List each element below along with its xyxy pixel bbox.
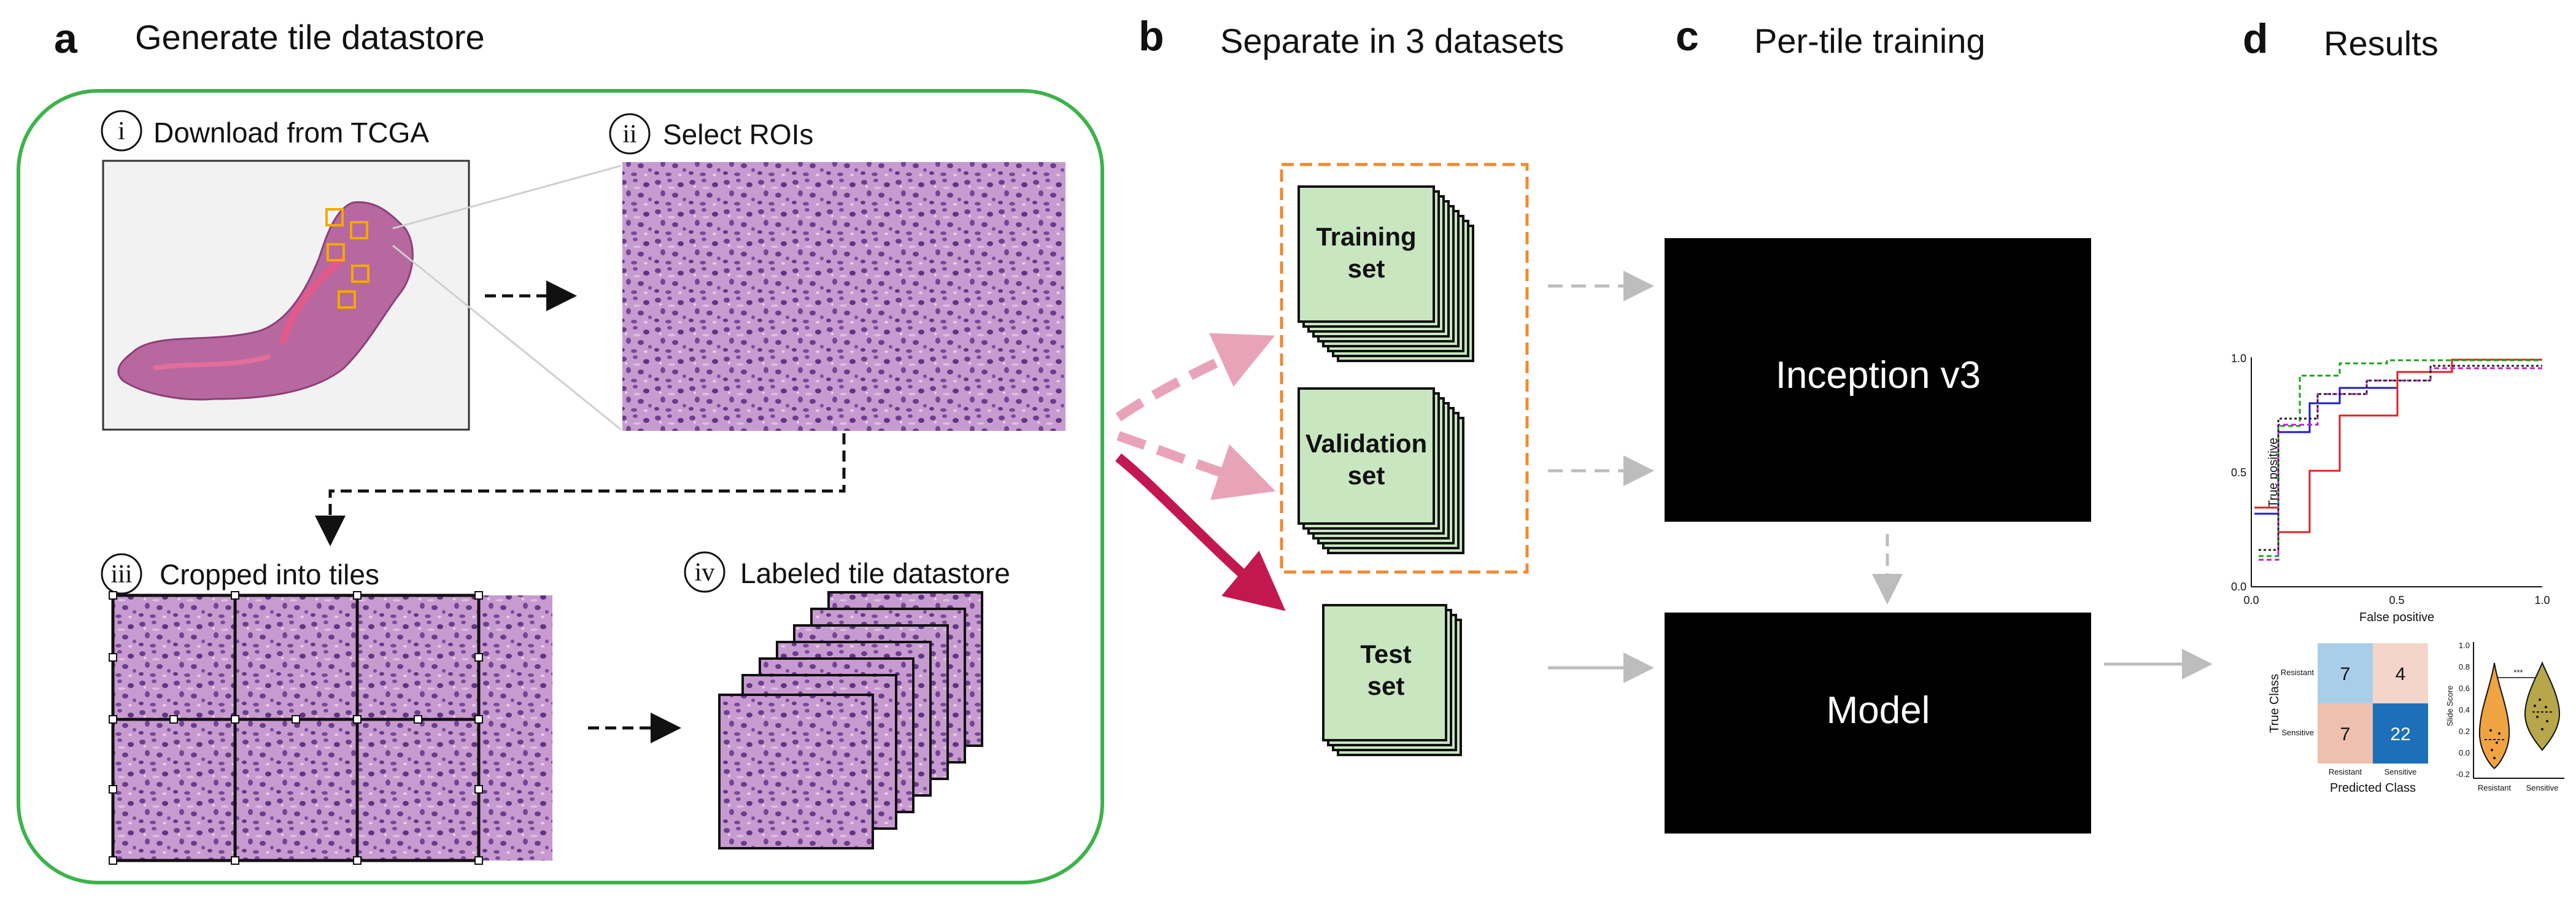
violin-ytick: 0.4 [2459,705,2470,714]
zoom-guide-line [392,244,622,431]
validation-set-stack: Validation set [1298,387,1464,554]
roc-ytick: 0.0 [2231,581,2246,593]
confusion-matrix: 7 4 7 22 Resistant Sensitive Resistant S… [2268,643,2428,795]
labeled-tile-stack [718,591,983,849]
whole-slide-image [102,160,470,431]
roi-marker [325,208,344,226]
roc-curve-magenta [2259,367,2542,561]
cm-value: 7 [2340,724,2351,745]
violin-ytick: -0.2 [2456,770,2470,779]
test-set-label-line1: Test [1360,640,1411,668]
step-i-circle [101,110,142,152]
roc-curve-black [2259,365,2542,551]
training-set-stack: Training set [1298,185,1474,362]
violin-xtick: Resistant [2478,783,2512,792]
roc-xtick: 1.0 [2534,594,2550,606]
violin-y-label: Slide Score [2445,686,2454,726]
arrow-to-validation [1116,431,1276,500]
step-iii-numeral: iii [110,560,132,589]
tile-grid [109,591,552,865]
step-iv-label: Labeled tile datastore [740,557,1010,589]
cm-col-label: Resistant [2329,767,2362,776]
roc-ytick: 0.5 [2231,466,2246,479]
validation-set-label-line2: set [1348,461,1385,490]
significance-marker: *** [2513,668,2523,677]
cm-x-label: Predicted Class [2330,781,2416,795]
roc-plot: 0.0 0.5 1.0 0.0 0.5 1.0 False positive T… [2231,352,2550,624]
step-iii-header: iii Cropped into tiles [101,553,379,595]
inception-v3-box [1665,238,2091,522]
cm-cell [2318,643,2373,703]
panel-a-title: Generate tile datastore [135,18,485,56]
roi-marker [327,243,345,261]
cm-value: 4 [2396,664,2406,684]
step-iv-numeral: iv [695,559,715,587]
roi-marker [351,265,369,283]
test-set-stack: Test set [1322,604,1462,756]
cm-cell [2373,643,2428,703]
panel-b-letter: b [1139,13,1164,60]
inception-v3-label: Inception v3 [1776,354,1981,396]
panel-c-title: Per-tile training [1754,21,1986,60]
step-ii-numeral: ii [622,120,636,149]
roi-marker [350,221,368,239]
arrow-roi-to-tiles [315,433,846,546]
step-ii-header: ii Select ROIs [609,113,813,155]
cm-value: 22 [2390,724,2410,745]
roc-curve-red [2254,358,2542,533]
roi-marker [338,290,356,309]
roc-xtick: 0.5 [2389,594,2404,606]
model-box [1665,613,2091,834]
training-set-label-line2: set [1348,254,1385,283]
roc-curve-green [2259,359,2542,557]
arrow-to-training [1115,333,1275,422]
violin-ytick: 0.2 [2459,727,2470,736]
arrow-to-test [1115,453,1286,611]
cm-y-label: True Class [2268,674,2281,733]
step-iv-header: iv Labeled tile datastore [684,551,1010,593]
violin-xtick: Sensitive [2526,783,2559,792]
train-val-group-box [1280,163,1529,574]
cm-value: 7 [2340,664,2351,684]
cm-row-label: Resistant [2281,668,2315,677]
model-label: Model [1827,689,1930,732]
panel-a-border [17,89,1104,884]
cm-cell [2373,703,2428,764]
validation-set-label-line1: Validation [1305,429,1427,458]
violin-ytick: 0.8 [2459,662,2470,671]
violin-sensitive [2524,661,2561,751]
step-i-label: Download from TCGA [153,117,429,149]
cm-col-label: Sensitive [2385,767,2417,776]
cm-cell [2318,703,2373,764]
step-iii-label: Cropped into tiles [160,559,379,590]
roc-y-label: True positive [2267,438,2280,508]
violin-ytick: 1.0 [2459,641,2470,650]
panel-c-letter: c [1676,13,1699,60]
violin-plot: -0.2 0.0 0.2 0.4 0.6 0.8 1.0 Resistant Sensiti… [2445,641,2564,792]
roc-x-label: False positive [2359,611,2434,624]
cm-row-label: Sensitive [2281,728,2314,737]
step-i-numeral: i [118,117,125,145]
violin-resistant [2478,662,2510,770]
panel-d-title: Results [2324,24,2439,63]
panel-b-title: Separate in 3 datasets [1220,21,1564,60]
training-set-label-line1: Training [1316,222,1416,251]
violin-ytick: 0.6 [2459,684,2470,693]
roi-image [622,162,1066,431]
violin-ytick: 0.0 [2459,748,2470,757]
panel-a-letter: a [54,15,78,62]
test-set-label-line2: set [1367,671,1405,700]
zoom-guide-line [392,164,622,230]
panel-d-letter: d [2243,15,2269,62]
step-i-header: i Download from TCGA [101,110,429,152]
roc-ytick: 1.0 [2231,352,2246,365]
roc-xtick: 0.0 [2243,594,2259,606]
step-ii-label: Select ROIs [663,118,813,150]
